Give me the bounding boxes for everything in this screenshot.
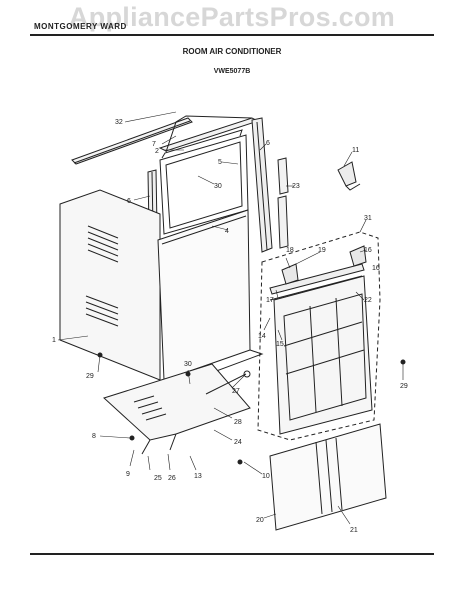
callout-11: 11 xyxy=(352,147,359,154)
front-cover xyxy=(269,423,387,531)
callout-32: 32 xyxy=(115,119,123,126)
watermark-text: AppliancePartsPros.com xyxy=(68,2,396,32)
callout-7: 7 xyxy=(152,141,156,148)
callout-25: 25 xyxy=(154,475,162,482)
callout-16-top: 16 xyxy=(364,247,372,254)
callout-2: 2 xyxy=(155,148,159,155)
base-pan xyxy=(103,363,251,455)
callout-29-right: 29 xyxy=(400,383,408,390)
callout-8: 8 xyxy=(92,433,96,440)
model-number: VWE5077B xyxy=(213,68,251,75)
callout-19: 19 xyxy=(318,247,326,254)
filter-frame xyxy=(273,275,373,435)
front-grille-assembly xyxy=(257,231,381,441)
callout-4: 4 xyxy=(225,228,229,235)
cabinet-front-panel xyxy=(157,209,264,387)
callout-29-left: 29 xyxy=(86,373,94,380)
callout-13: 13 xyxy=(194,473,202,480)
callout-6-right: 6 xyxy=(266,140,270,147)
leader-lines xyxy=(57,111,404,525)
callout-18: 18 xyxy=(286,247,294,254)
callout-21: 21 xyxy=(350,527,358,534)
callout-30-bottom: 30 xyxy=(184,361,192,368)
clips xyxy=(281,245,367,285)
callout-22: 22 xyxy=(364,297,372,304)
brand-name: MONTGOMERY WARD xyxy=(34,22,127,31)
cabinet xyxy=(59,189,161,381)
callout-17: 17 xyxy=(266,297,274,304)
filter-strip xyxy=(269,263,365,301)
callout-16-bottom: 16 xyxy=(372,265,380,272)
callout-10: 10 xyxy=(262,473,270,480)
callout-15: 15 xyxy=(276,341,284,348)
callout-9: 9 xyxy=(126,471,130,478)
vertical-rail-right xyxy=(251,117,273,253)
top-rail xyxy=(71,117,193,165)
callout-5: 5 xyxy=(218,159,222,166)
callout-labels: 32 7 2 6 5 30 6 4 11 23 1 29 31 18 19 16… xyxy=(52,119,408,534)
callout-28: 28 xyxy=(234,419,242,426)
footer-rule xyxy=(30,553,434,555)
callout-20: 20 xyxy=(256,517,264,524)
callout-27: 27 xyxy=(232,388,240,395)
callout-23: 23 xyxy=(292,183,300,190)
bracket xyxy=(337,161,361,191)
callout-30-top: 30 xyxy=(214,183,222,190)
callout-24: 24 xyxy=(234,439,242,446)
callout-1: 1 xyxy=(52,337,56,344)
callout-31: 31 xyxy=(364,215,372,222)
callout-26: 26 xyxy=(168,475,176,482)
callout-14: 14 xyxy=(258,333,266,340)
side-strips xyxy=(277,157,289,249)
header-rule xyxy=(30,34,434,36)
callout-6-left: 6 xyxy=(127,198,131,205)
support-rod xyxy=(205,370,251,395)
page-title: ROOM AIR CONDITIONER xyxy=(182,47,282,56)
